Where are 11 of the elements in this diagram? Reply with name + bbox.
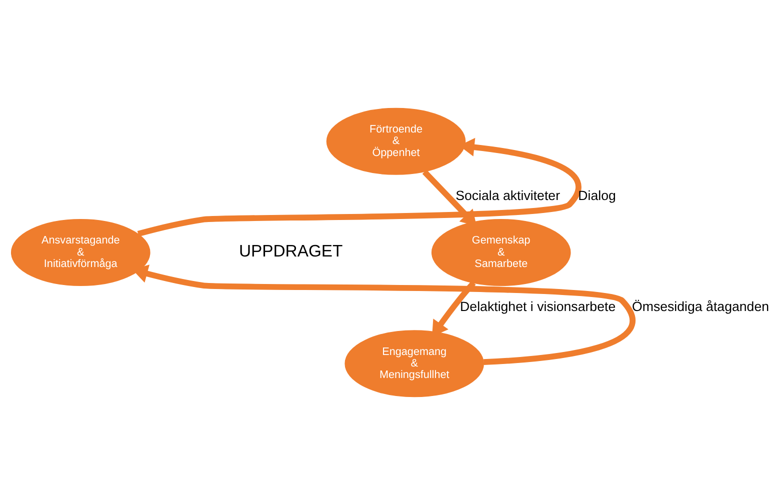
edge-label: Sociala aktiviteter [456,188,560,203]
label: UPPDRAGET [239,241,343,260]
node-ellipse: Gemenskap & Samarbete [431,218,571,286]
arrow [137,137,582,236]
edge-label: Dialog [578,188,616,203]
arrow [432,280,476,336]
arrow [422,169,477,226]
node-ellipse: Förtroende & Öppenhet [326,107,466,174]
edge-label: Delaktighet i visionsarbete [460,298,616,314]
edge-label: Ömsesidiga åtaganden [632,298,770,314]
node-ellipse: Engagemang & Meningsfullhet [344,330,484,397]
